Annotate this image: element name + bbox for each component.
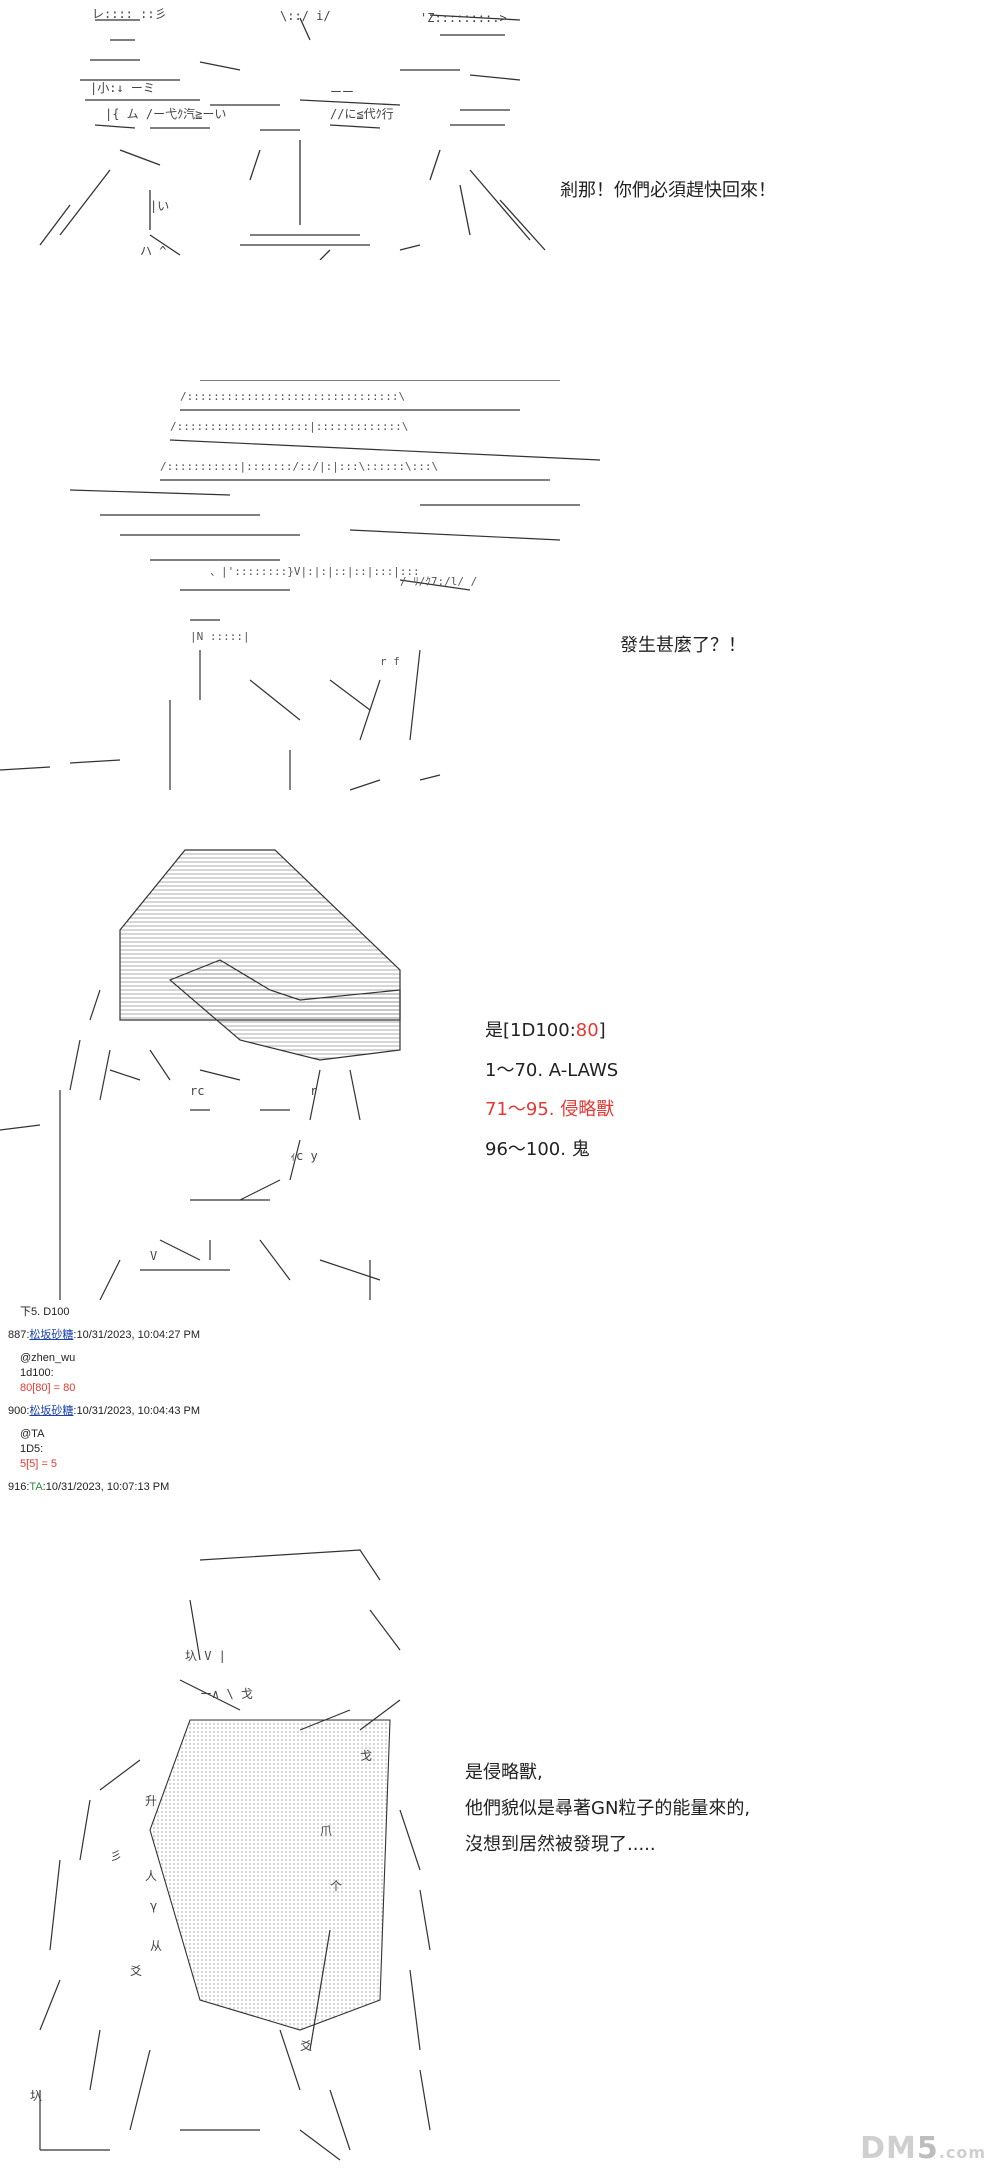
svg-text:、|'::::::::}V|:|:|::|::|:::|::: 、|'::::::::}V|:|:|::|::|:::|::: [210, 565, 420, 578]
roll-post: 900:松坂砂糖:10/31/2023, 10:04:43 PM @TA 1D5… [8, 1404, 200, 1472]
aa-art-invader: 圦 V | ー∧ \ 戈 戈 升 爪 彡 人 个 γ 从 爻 爻 圦 [30, 1549, 431, 2161]
svg-text:圦 V |: 圦 V | [185, 1649, 226, 1663]
watermark-domain: .com [938, 2143, 986, 2162]
watermark-main: DM [860, 2131, 917, 2166]
post-result: 5[5] = 5 [20, 1458, 58, 1470]
svg-text:/:::::::::::|:::::::/::/|:|:::: /:::::::::::|:::::::/::/|:|:::\::::::\::… [160, 460, 438, 473]
svg-text:/ ﾘ/ｸ7:/l/ /: / ﾘ/ｸ7:/l/ / [400, 575, 477, 588]
svg-text:人: 人 [145, 1869, 157, 1883]
dialogue-line: 他們貌似是尋著GN粒子的能量來的, [465, 1798, 751, 1819]
svg-text:ハ ^: ハ ^ [140, 244, 166, 258]
aa-art-hat-character: rc r ｨc y V [0, 849, 401, 1300]
post-number: 900: [8, 1405, 30, 1417]
svg-text:V: V [150, 1249, 157, 1263]
post-command: 1d100: [20, 1367, 54, 1379]
panel-3: rc r ｨc y V 是[1D100:80] 1～70. A-LAWS 71～… [0, 840, 1000, 1300]
svg-text:ｨc y: ｨc y [290, 1149, 318, 1163]
panel-2: /::::::::::::::::::::::::::::::::\ /::::… [0, 380, 1000, 800]
choice-option-selected: 71～95. 侵略獸 [485, 1099, 615, 1121]
svg-text:|い: |い [150, 199, 169, 213]
post-user-link[interactable]: 松坂砂糖 [29, 1329, 74, 1341]
post-timestamp: :10/31/2023, 10:04:43 PM [73, 1405, 201, 1417]
svg-text:\::/ i/: \::/ i/ [280, 9, 331, 23]
dice-roll-value: 80 [575, 1020, 599, 1041]
svg-text:レ:::: ::彡: レ:::: ::彡 [92, 7, 167, 21]
post-mention: @zhen_wu [20, 1352, 76, 1364]
panel-4: 圦 V | ー∧ \ 戈 戈 升 爪 彡 人 个 γ 从 爻 爻 圦 是侵略獸,… [0, 1530, 1000, 2170]
aa-art-setsuna-closeup: レ:::: ::彡 \::/ i/ 'Z::::::::.> |小:↓ ーミ ー… [39, 7, 546, 260]
svg-text:r f: r f [380, 655, 400, 668]
svg-text:爻: 爻 [300, 2039, 312, 2053]
svg-text:|{ ム /ー弋ｸ汽≧ーい: |{ ム /ー弋ｸ汽≧ーい [105, 106, 226, 121]
svg-text://に≦代ｸ行: //に≦代ｸ行 [330, 107, 394, 121]
svg-text:圦: 圦 [30, 2089, 42, 2103]
svg-text:ー∧ \ 戈: ー∧ \ 戈 [200, 1687, 253, 1701]
choice-option: 96～100. 鬼 [485, 1138, 590, 1160]
svg-text:|小:↓ ーミ: |小:↓ ーミ [90, 81, 155, 95]
dice-choice-block: 是[1D100:80] 1～70. A-LAWS 71～95. 侵略獸 96～1… [485, 1020, 618, 1178]
roll-post: 887:松坂砂糖:10/31/2023, 10:04:27 PM @zhen_w… [8, 1328, 200, 1396]
aa-art-setsuna-back: /::::::::::::::::::::::::::::::::\ /::::… [0, 380, 601, 791]
svg-text:从: 从 [150, 1939, 162, 1953]
roll-log-header: 下5. D100 [20, 1306, 70, 1318]
svg-text:|N :::::|: |N :::::| [190, 630, 250, 643]
svg-text:升: 升 [145, 1794, 157, 1808]
post-timestamp: :10/31/2023, 10:07:13 PM [42, 1481, 170, 1493]
svg-text:爻: 爻 [130, 1964, 142, 1978]
post-timestamp: :10/31/2023, 10:04:27 PM [73, 1329, 201, 1341]
dialogue-line: 沒想到居然被發現了..... [465, 1834, 656, 1855]
post-command: 1D5: [20, 1443, 44, 1455]
roll-log: 下5. D100 887:松坂砂糖:10/31/2023, 10:04:27 P… [8, 1305, 200, 1495]
dialogue-line: 發生甚麼了？！ [620, 635, 746, 656]
svg-text:/:::::::::::::::::::::::::::::: /::::::::::::::::::::::::::::::::\ [180, 390, 405, 403]
post-mention: @TA [20, 1428, 45, 1440]
post-number: 887: [8, 1329, 30, 1341]
svg-text:戈: 戈 [360, 1749, 372, 1763]
svg-text:个: 个 [330, 1879, 342, 1893]
svg-text:ーー: ーー [330, 85, 354, 99]
dialogue-line: 剎那！你們必須趕快回來！ [560, 180, 776, 201]
svg-text:爪: 爪 [320, 1824, 332, 1838]
svg-text:rc: rc [190, 1084, 204, 1098]
panel-1: レ:::: ::彡 \::/ i/ 'Z::::::::.> |小:↓ ーミ ー… [0, 0, 1000, 260]
dice-roll-header: 是[1D100:80] [485, 1020, 606, 1041]
svg-text:彡: 彡 [110, 1849, 122, 1863]
post-number: 916: [8, 1481, 30, 1493]
svg-text:r: r [310, 1084, 317, 1098]
svg-text:'Z::::::::.>: 'Z::::::::.> [420, 11, 507, 25]
post-result: 80[80] = 80 [20, 1382, 76, 1394]
site-watermark: DM5.com [860, 2131, 986, 2166]
roll-post: 916:TA:10/31/2023, 10:07:13 PM [8, 1480, 200, 1495]
svg-text:γ: γ [150, 1899, 157, 1913]
choice-option: 1～70. A-LAWS [485, 1059, 619, 1081]
post-user-link[interactable]: 松坂砂糖 [29, 1405, 74, 1417]
dialogue-line: 是侵略獸, [465, 1762, 543, 1783]
post-user-link[interactable]: TA [29, 1481, 43, 1493]
watermark-five: 5 [916, 2131, 939, 2166]
svg-text:/::::::::::::::::::::|::::::::: /::::::::::::::::::::|:::::::::::::\ [170, 420, 408, 433]
